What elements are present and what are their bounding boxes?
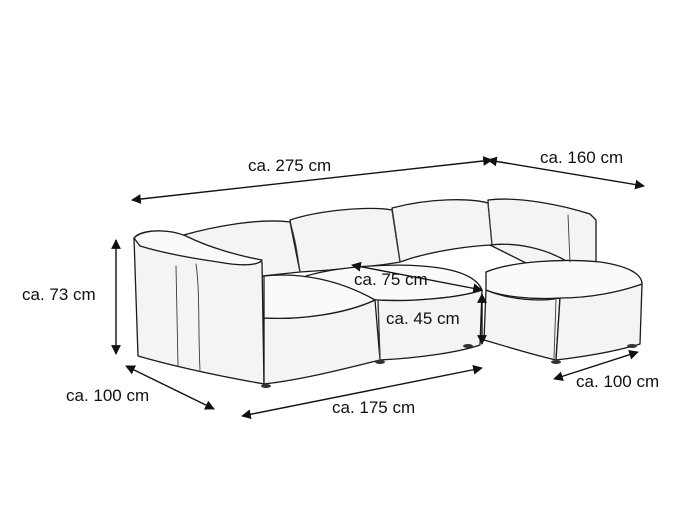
label-seat-width: ca. 175 cm: [332, 398, 415, 417]
sofa-drawing: [133, 198, 643, 388]
seam-back-1: [289, 221, 301, 273]
seam-back-4: [567, 214, 571, 263]
seam-ottoman-corner: [553, 299, 557, 359]
left-seat-top: [263, 274, 376, 319]
label-seat-depth: ca. 75 cm: [354, 270, 428, 289]
seam-back-2: [391, 209, 401, 263]
arrow-depth: [125, 365, 215, 410]
dimension-arrows: [111, 156, 645, 420]
foot: [261, 384, 271, 388]
ottoman-front: [483, 289, 561, 361]
seat-middle-front: [377, 289, 483, 361]
label-ottoman-width: ca. 100 cm: [576, 372, 659, 391]
dimension-labels: ca. 275 cm ca. 160 cm ca. 73 cm ca. 100 …: [22, 148, 659, 417]
label-total-width: ca. 275 cm: [248, 156, 331, 175]
arrow-total-width: [131, 156, 493, 204]
seam-arm-1: [175, 265, 179, 367]
foot: [627, 344, 637, 348]
seam-back-3: [487, 202, 493, 246]
label-seat-height: ca. 45 cm: [386, 309, 460, 328]
left-arm-top: [133, 230, 263, 266]
seam-mid: [377, 299, 381, 361]
back-cushion-center-right: [391, 199, 493, 263]
seam-arm-2: [195, 263, 201, 371]
arrow-ottoman-width: [553, 350, 639, 381]
back-cushion-center: [289, 207, 401, 273]
label-height: ca. 73 cm: [22, 285, 96, 304]
foot: [463, 344, 473, 348]
foot: [551, 360, 561, 364]
foot: [375, 360, 385, 364]
label-ottoman-depth-total: ca. 160 cm: [540, 148, 623, 167]
arrow-ottoman-depth-total: [487, 156, 645, 190]
ottoman-top: [485, 259, 643, 300]
label-depth: ca. 100 cm: [66, 386, 149, 405]
arrow-seat-width: [241, 364, 483, 420]
arrow-seat-depth: [351, 261, 483, 294]
